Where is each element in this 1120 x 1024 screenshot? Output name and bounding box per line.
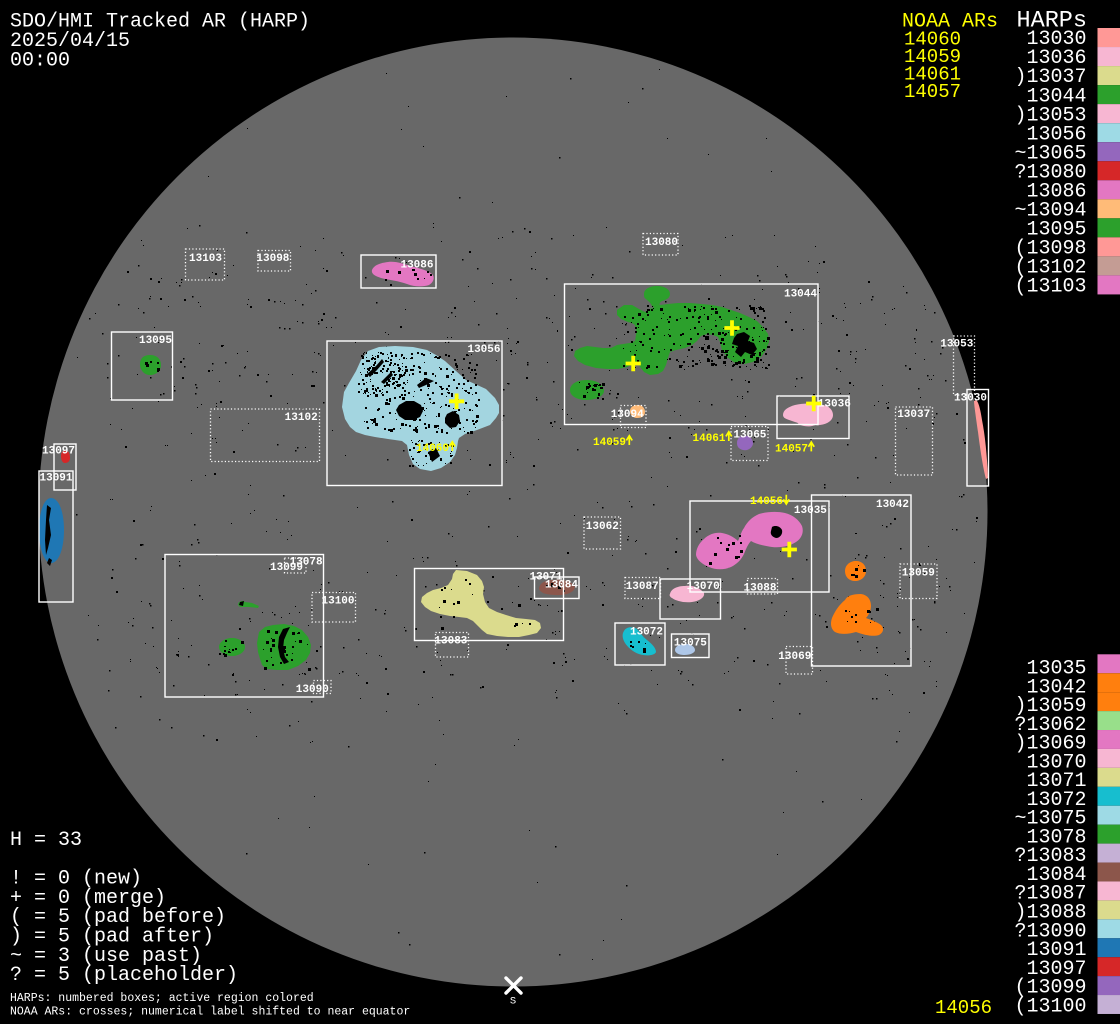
svg-text:13097: 13097: [1026, 958, 1086, 981]
svg-text:13095: 13095: [1026, 218, 1086, 241]
svg-text:13084: 13084: [545, 580, 578, 592]
svg-text:?13062: ?13062: [1014, 714, 1086, 737]
svg-text:13100: 13100: [322, 596, 355, 608]
svg-text:~13075: ~13075: [1014, 808, 1086, 831]
svg-text:13056: 13056: [1026, 123, 1086, 146]
svg-text:14061: 14061: [693, 433, 726, 445]
svg-text:13078: 13078: [1026, 826, 1086, 849]
svg-text:)13053: )13053: [1014, 104, 1086, 127]
svg-text:13030: 13030: [954, 393, 987, 405]
svg-text:13042: 13042: [876, 499, 909, 511]
svg-text:13088: 13088: [744, 583, 777, 595]
svg-text:! = 0 (new): ! = 0 (new): [10, 868, 142, 891]
svg-text:) = 5 (pad after): ) = 5 (pad after): [10, 926, 214, 949]
svg-text:13083: 13083: [434, 635, 467, 647]
svg-text:13071: 13071: [1026, 770, 1086, 793]
svg-text:(13100: (13100: [1014, 995, 1086, 1018]
svg-text:13091: 13091: [1026, 939, 1086, 962]
svg-text:NOAA ARs: NOAA ARs: [902, 11, 998, 34]
svg-text:13094: 13094: [611, 409, 644, 421]
svg-text:13053: 13053: [940, 338, 973, 350]
svg-text:~ = 3 (use past): ~ = 3 (use past): [10, 945, 202, 968]
svg-text:~13094: ~13094: [1014, 199, 1086, 222]
svg-text:13044: 13044: [784, 289, 817, 301]
svg-text:13098: 13098: [256, 253, 289, 265]
svg-text:13036: 13036: [818, 399, 851, 411]
svg-text:)13059: )13059: [1014, 695, 1086, 718]
svg-text:13044: 13044: [1026, 85, 1086, 108]
svg-text:~13065: ~13065: [1014, 142, 1086, 165]
svg-text:13072: 13072: [1026, 789, 1086, 812]
svg-text:13090: 13090: [296, 684, 329, 696]
svg-text:14059: 14059: [904, 46, 961, 68]
svg-text:00:00: 00:00: [10, 50, 70, 73]
svg-text:13095: 13095: [139, 335, 172, 347]
svg-text:13072: 13072: [630, 627, 663, 639]
svg-text:HARPs: HARPs: [1016, 8, 1087, 35]
svg-text:2025/04/15: 2025/04/15: [10, 30, 130, 53]
svg-text:14060: 14060: [904, 29, 961, 51]
svg-text:(13102: (13102: [1014, 256, 1086, 279]
svg-text:13075: 13075: [674, 638, 707, 650]
svg-text:13070: 13070: [1026, 751, 1086, 774]
svg-text:13087: 13087: [626, 581, 659, 593]
svg-text:+ = 0 (merge): + = 0 (merge): [10, 887, 166, 910]
svg-text:14057: 14057: [904, 81, 961, 103]
svg-text:13078: 13078: [290, 557, 323, 569]
svg-text:HARPs: numbered boxes; active: HARPs: numbered boxes; active region col…: [10, 992, 314, 1005]
svg-text:13035: 13035: [794, 505, 827, 517]
svg-text:S: S: [510, 996, 516, 1008]
svg-text:NOAA ARs: crosses; numerical l: NOAA ARs: crosses; numerical label shift…: [10, 1006, 410, 1019]
svg-text:13070: 13070: [687, 581, 720, 593]
svg-text:14057: 14057: [775, 443, 808, 455]
svg-text:13042: 13042: [1026, 676, 1086, 699]
svg-text:13071: 13071: [529, 572, 562, 584]
svg-text:)13037: )13037: [1014, 66, 1086, 89]
svg-text:13086: 13086: [400, 260, 433, 272]
svg-text:14056: 14056: [935, 997, 992, 1019]
svg-text:)13069: )13069: [1014, 733, 1086, 756]
svg-text:H = 33: H = 33: [10, 829, 82, 852]
svg-text:13099: 13099: [270, 562, 303, 574]
svg-text:(13098: (13098: [1014, 237, 1086, 260]
svg-text:?13087: ?13087: [1014, 883, 1086, 906]
svg-text:13080: 13080: [645, 237, 678, 249]
svg-text:? = 5 (placeholder): ? = 5 (placeholder): [10, 964, 238, 987]
svg-text:( = 5 (pad before): ( = 5 (pad before): [10, 906, 226, 929]
svg-text:14056: 14056: [750, 496, 783, 508]
svg-text:(13103: (13103: [1014, 276, 1086, 299]
svg-text:13097: 13097: [42, 446, 75, 458]
svg-text:13056: 13056: [467, 344, 500, 356]
svg-text:13084: 13084: [1026, 864, 1086, 887]
svg-text:13091: 13091: [40, 473, 73, 485]
svg-text:13103: 13103: [189, 253, 222, 265]
svg-text:?13080: ?13080: [1014, 161, 1086, 184]
svg-text:13037: 13037: [897, 409, 930, 421]
svg-text:14059: 14059: [593, 437, 626, 449]
svg-text:13102: 13102: [285, 412, 318, 424]
svg-text:13035: 13035: [1026, 658, 1086, 681]
svg-text:13059: 13059: [902, 568, 935, 580]
svg-text:14060: 14060: [416, 443, 449, 455]
svg-text:(13099: (13099: [1014, 977, 1086, 1000]
svg-text:?13083: ?13083: [1014, 845, 1086, 868]
svg-text:13030: 13030: [1026, 28, 1086, 51]
svg-text:SDO/HMI Tracked AR (HARP): SDO/HMI Tracked AR (HARP): [10, 11, 310, 34]
svg-text:13069: 13069: [778, 651, 811, 663]
svg-text:14061: 14061: [904, 64, 961, 86]
svg-text:13062: 13062: [586, 521, 619, 533]
svg-text:13065: 13065: [733, 430, 766, 442]
svg-text:)13088: )13088: [1014, 902, 1086, 925]
svg-text:13036: 13036: [1026, 47, 1086, 70]
svg-text:13086: 13086: [1026, 180, 1086, 203]
svg-text:?13090: ?13090: [1014, 920, 1086, 943]
